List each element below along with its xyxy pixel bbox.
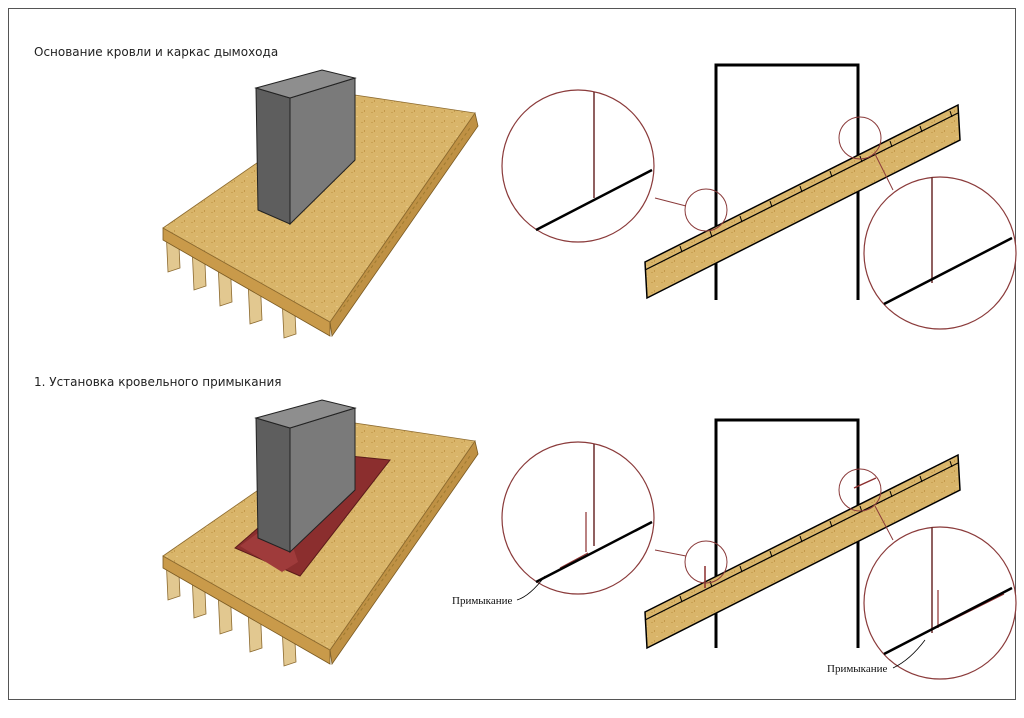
roof-flashing-3d-view xyxy=(162,399,479,667)
detail-marker-right xyxy=(838,468,882,512)
magnified-detail-left xyxy=(501,441,655,595)
chimney-front xyxy=(255,87,291,225)
adjunction-label-left: Примыкание xyxy=(452,595,513,607)
chimney-top xyxy=(254,69,357,99)
roof-base-3d-view xyxy=(162,69,479,339)
roof-section-bottom xyxy=(501,418,1017,680)
magnified-detail-right xyxy=(863,526,1017,680)
batten-ticks xyxy=(679,460,953,603)
magnified-detail-right xyxy=(863,176,1017,330)
chimney-front xyxy=(255,417,291,553)
figure-frame xyxy=(8,8,1016,700)
detail-marker-left xyxy=(684,540,728,584)
section-title-base: Основание кровли и каркас дымохода xyxy=(34,45,279,59)
magnified-detail-left xyxy=(501,89,655,243)
chimney-top xyxy=(254,399,357,429)
detail-marker-right xyxy=(838,116,882,160)
rafter-band xyxy=(644,453,961,650)
section-title-step-1: 1. Установка кровельного примыкания xyxy=(34,375,282,389)
adjunction-label-right: Примыкание xyxy=(827,663,888,675)
rafter-band xyxy=(644,103,961,300)
detail-marker-left xyxy=(684,188,728,232)
batten-ticks xyxy=(679,110,953,253)
roof-section-top xyxy=(501,63,1017,330)
